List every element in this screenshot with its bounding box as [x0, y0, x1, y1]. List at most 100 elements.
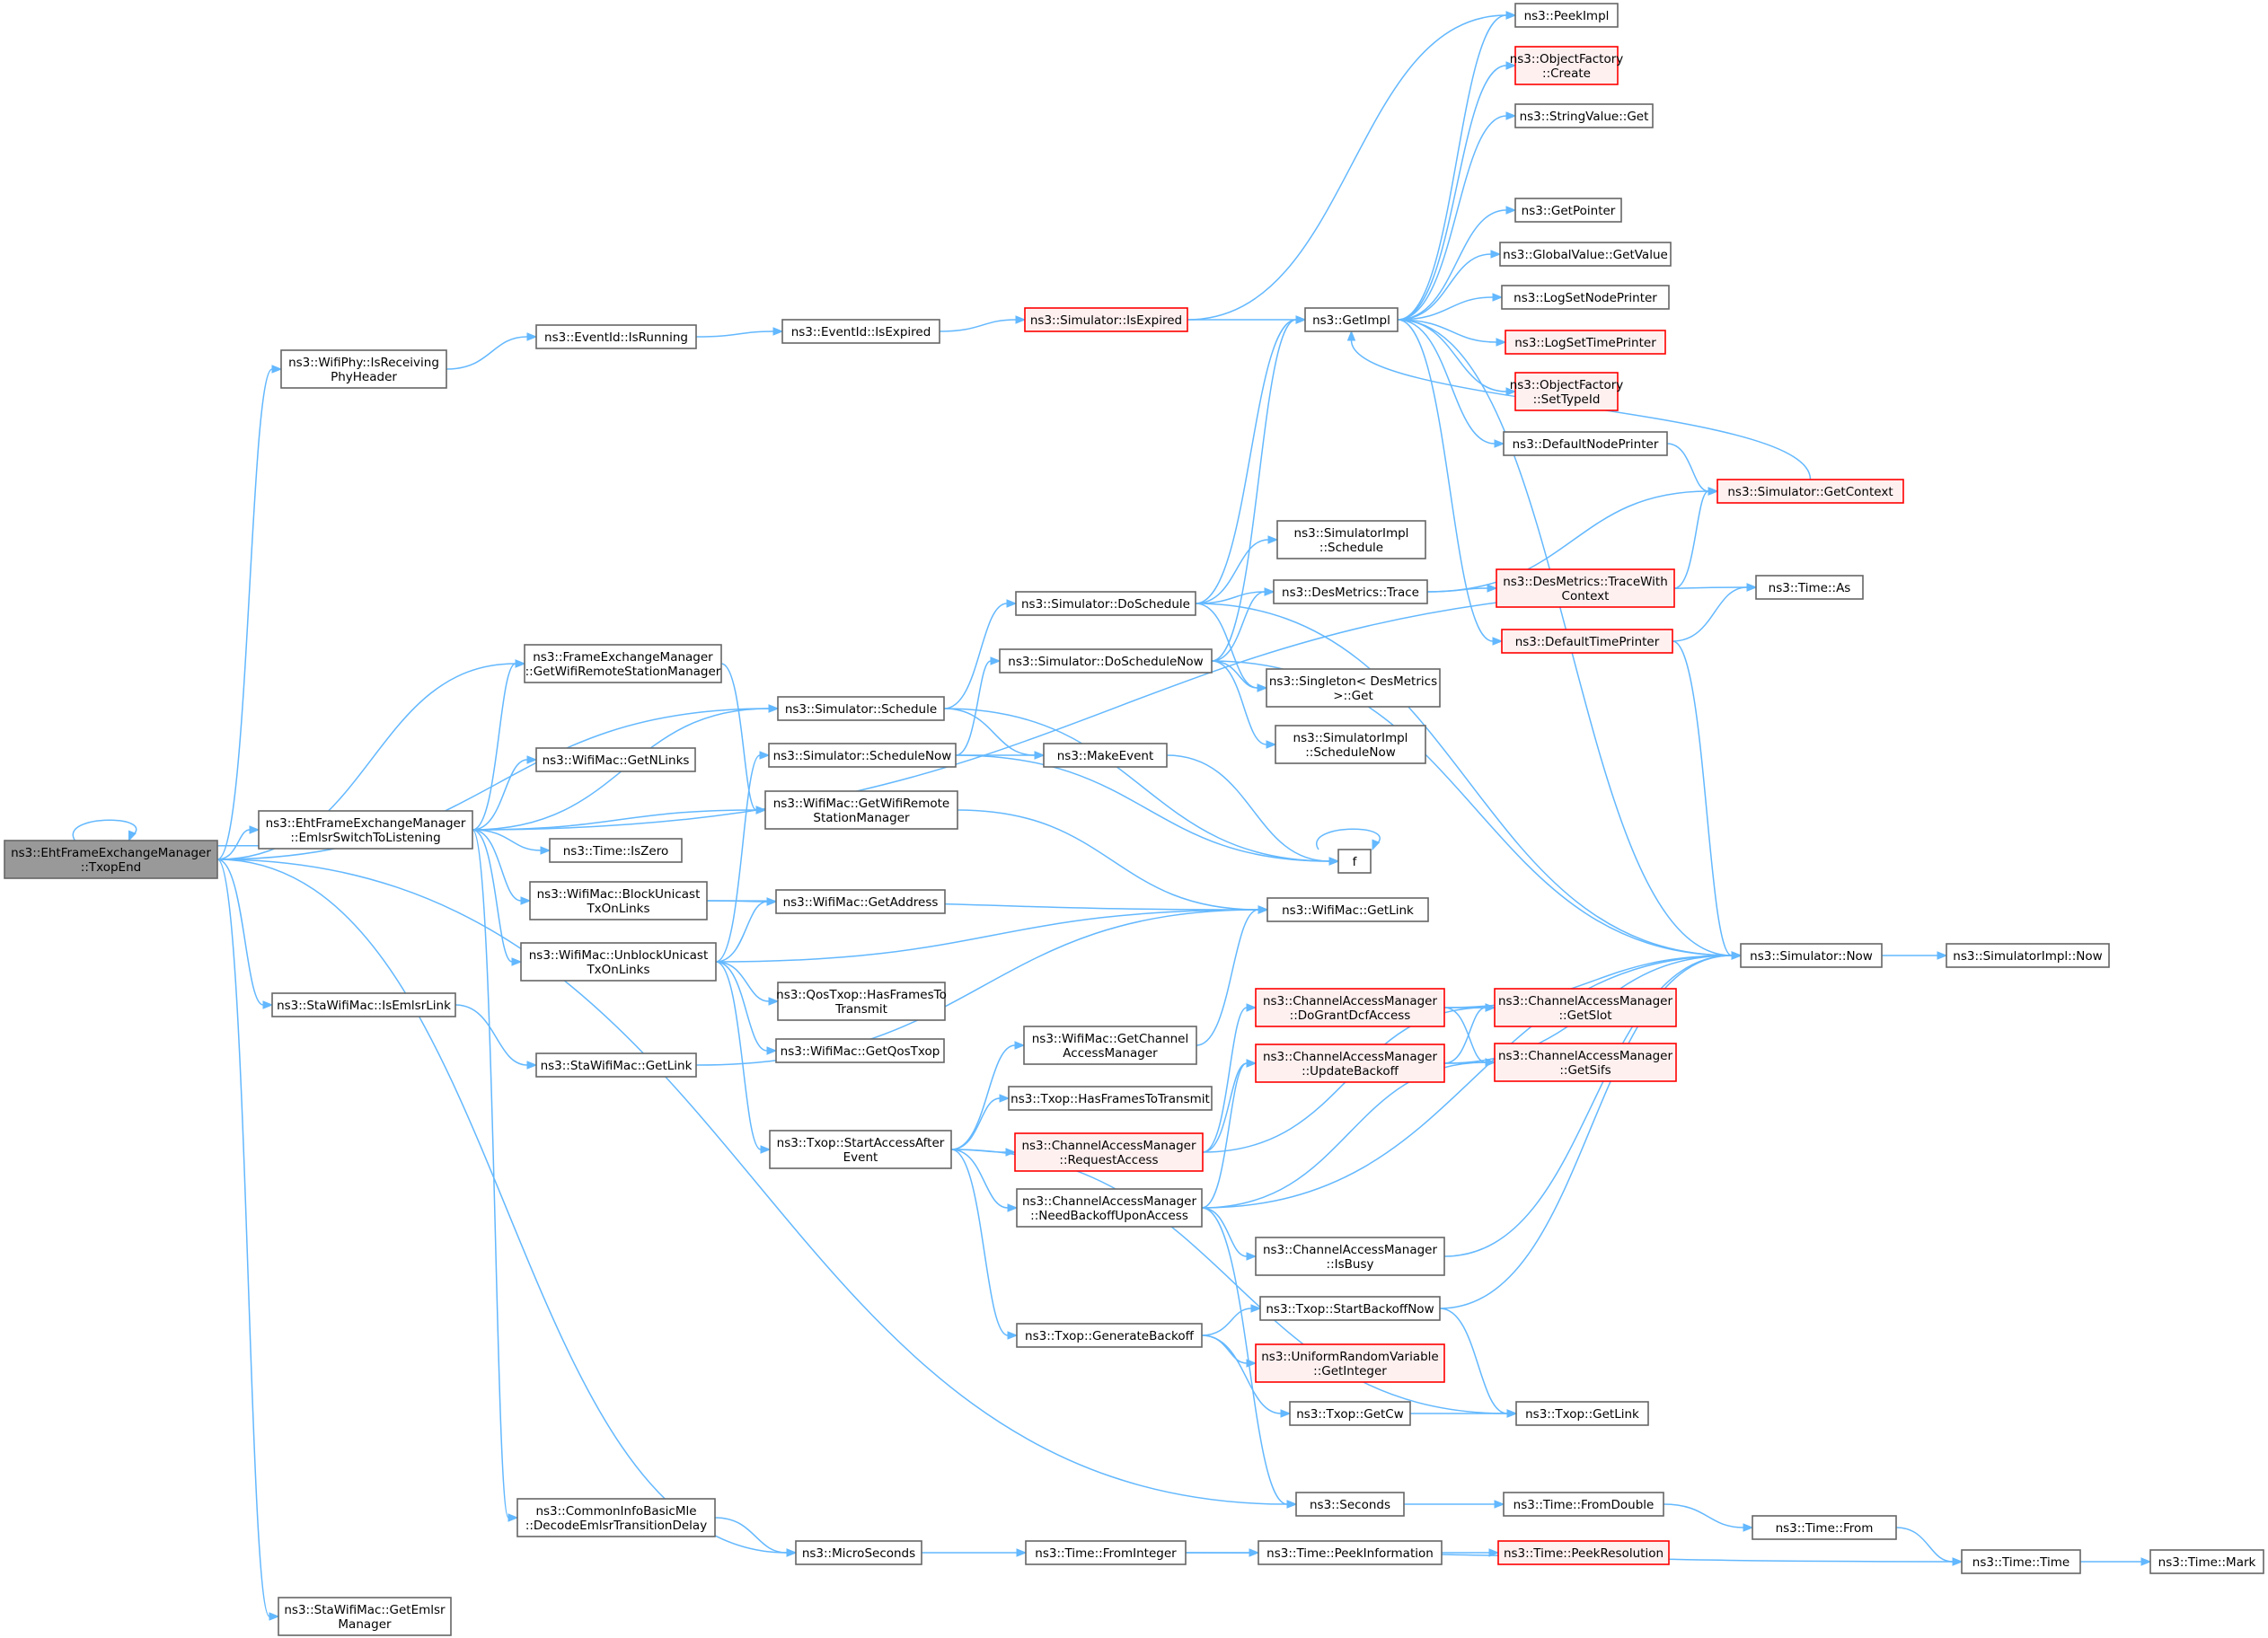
function-node-timeAs[interactable]: ns3::Time::As — [1755, 575, 1864, 600]
function-node-desTrace[interactable]: ns3::DesMetrics::Trace — [1273, 579, 1428, 604]
function-node-ofSetType[interactable]: ns3::ObjectFactory::SetTypeId — [1510, 372, 1624, 411]
call-edge-getImpl-ofCreate — [1397, 61, 1517, 321]
call-edge-makeEvent-f — [1166, 754, 1340, 866]
node-label: ::Create — [1542, 66, 1591, 81]
function-node-seconds[interactable]: ns3::Seconds — [1295, 1492, 1405, 1517]
function-node-logTime[interactable]: ns3::LogSetTimePrinter — [1505, 330, 1666, 355]
node-box — [1255, 1237, 1445, 1276]
edge-arrowhead — [1490, 250, 1502, 259]
function-node-timeFrom[interactable]: ns3::Time::From — [1752, 1515, 1897, 1540]
function-node-txHasFrames[interactable]: ns3::Txop::HasFramesToTransmit — [1008, 1086, 1213, 1111]
function-node-doGrant[interactable]: ns3::ChannelAccessManager::DoGrantDcfAcc… — [1255, 988, 1445, 1027]
function-node-cib[interactable]: ns3::CommonInfoBasicMle::DecodeEmlsrTran… — [516, 1498, 716, 1537]
node-box — [1266, 668, 1441, 708]
function-node-peekRes[interactable]: ns3::Time::PeekResolution — [1497, 1540, 1670, 1565]
function-node-staGetLink[interactable]: ns3::StaWifiMac::GetLink — [535, 1052, 697, 1078]
function-node-fem[interactable]: ns3::FrameExchangeManager::GetWifiRemote… — [524, 644, 722, 683]
function-node-isZero[interactable]: ns3::Time::IsZero — [549, 838, 683, 863]
edge-arrowhead — [1257, 683, 1268, 692]
function-node-singleton[interactable]: ns3::Singleton< DesMetrics>::Get — [1266, 668, 1441, 708]
function-node-defNode[interactable]: ns3::DefaultNodePrinter — [1503, 431, 1668, 456]
function-node-isBusy[interactable]: ns3::ChannelAccessManager::IsBusy — [1255, 1237, 1445, 1276]
function-node-doSched[interactable]: ns3::Simulator::DoSchedule — [1015, 591, 1196, 616]
node-label: ns3::Time::FromInteger — [1035, 1546, 1177, 1561]
node-box — [1276, 520, 1426, 559]
edge-arrowhead — [766, 897, 778, 906]
function-node-wmRemote[interactable]: ns3::WifiMac::GetWifiRemoteStationManage… — [764, 790, 958, 830]
function-node-implNow[interactable]: ns3::SimulatorImpl::Now — [1946, 943, 2110, 968]
call-edge-simExp-peekImpl — [1187, 11, 1517, 321]
function-node-gvGet[interactable]: ns3::GlobalValue::GetValue — [1499, 242, 1672, 267]
node-label: f — [1353, 855, 1358, 869]
function-node-micro[interactable]: ns3::MicroSeconds — [795, 1540, 922, 1565]
function-node-simSched[interactable]: ns3::Simulator::Schedule — [777, 696, 945, 721]
function-node-getCtx[interactable]: ns3::Simulator::GetContext — [1716, 479, 1904, 504]
function-node-getQos[interactable]: ns3::WifiMac::GetQosTxop — [775, 1038, 945, 1063]
function-node-defTime[interactable]: ns3::DefaultTimePrinter — [1501, 629, 1673, 654]
function-node-updBack[interactable]: ns3::ChannelAccessManager::UpdateBackoff — [1255, 1044, 1445, 1083]
function-node-timeTime[interactable]: ns3::Time::Time — [1961, 1549, 2081, 1574]
function-node-ofCreate[interactable]: ns3::ObjectFactory::Create — [1510, 46, 1624, 85]
function-node-strGet[interactable]: ns3::StringValue::Get — [1514, 103, 1654, 128]
node-label: ns3::ChannelAccessManager — [1498, 1049, 1673, 1063]
function-node-timeMark[interactable]: ns3::Time::Mark — [2149, 1549, 2264, 1574]
edge-line — [1397, 319, 1496, 445]
node-label: ::Schedule — [1319, 541, 1383, 555]
function-node-startBackNow[interactable]: ns3::Txop::StartBackoffNow — [1259, 1296, 1441, 1321]
edge-arrowhead — [1485, 1003, 1496, 1012]
call-edge-root-isRecv — [216, 365, 283, 860]
function-node-peekImpl[interactable]: ns3::PeekImpl — [1514, 3, 1619, 28]
function-node-getCw[interactable]: ns3::Txop::GetCw — [1289, 1401, 1411, 1426]
function-node-hasFrames[interactable]: ns3::QosTxop::HasFramesToTransmit — [776, 982, 947, 1021]
node-box — [1304, 307, 1399, 332]
function-node-getPtr[interactable]: ns3::GetPointer — [1514, 198, 1622, 223]
call-edge-getImpl-ofSetType — [1397, 319, 1517, 396]
function-node-root[interactable]: ns3::EhtFrameExchangeManager::TxopEnd — [4, 840, 218, 879]
function-node-emlsr[interactable]: ns3::EhtFrameExchangeManager::EmlsrSwitc… — [258, 810, 473, 850]
function-node-f[interactable]: f — [1337, 849, 1372, 874]
function-node-getSlot[interactable]: ns3::ChannelAccessManager::GetSlot — [1494, 988, 1677, 1027]
edge-line — [1187, 14, 1507, 321]
function-node-txGetLink[interactable]: ns3::Txop::GetLink — [1515, 1401, 1649, 1426]
function-node-fromDouble[interactable]: ns3::Time::FromDouble — [1503, 1492, 1664, 1517]
function-node-genBack[interactable]: ns3::Txop::GenerateBackoff — [1016, 1323, 1203, 1348]
node-box — [516, 1498, 716, 1537]
function-node-makeEvent[interactable]: ns3::MakeEvent — [1043, 743, 1168, 768]
function-node-logNode[interactable]: ns3::LogSetNodePrinter — [1501, 285, 1670, 310]
function-node-fromInt[interactable]: ns3::Time::FromInteger — [1025, 1540, 1187, 1565]
function-node-evExp[interactable]: ns3::EventId::IsExpired — [781, 319, 940, 344]
function-node-peekInfo[interactable]: ns3::Time::PeekInformation — [1258, 1540, 1443, 1565]
node-label: ns3::Time::Time — [1972, 1555, 2069, 1570]
call-edge-defTime-timeAs — [1672, 583, 1758, 642]
function-node-getNLinks[interactable]: ns3::WifiMac::GetNLinks — [535, 747, 696, 772]
function-node-simNow[interactable]: ns3::Simulator::Now — [1740, 943, 1883, 968]
function-node-implSched[interactable]: ns3::SimulatorImpl::Schedule — [1276, 520, 1426, 559]
function-node-evRun[interactable]: ns3::EventId::IsRunning — [535, 324, 697, 349]
function-node-schedNow[interactable]: ns3::Simulator::ScheduleNow — [768, 743, 957, 768]
node-label: ::UpdateBackoff — [1302, 1064, 1399, 1079]
function-node-getSifs[interactable]: ns3::ChannelAccessManager::GetSifs — [1494, 1043, 1677, 1082]
function-node-implSchedNow[interactable]: ns3::SimulatorImpl::ScheduleNow — [1275, 725, 1426, 764]
call-edge-simNow-implNow — [1882, 951, 1948, 960]
function-node-reqAccess[interactable]: ns3::ChannelAccessManager::RequestAccess — [1014, 1132, 1204, 1172]
function-node-getAddr[interactable]: ns3::WifiMac::GetAddress — [775, 889, 946, 914]
function-node-isEmlsr[interactable]: ns3::StaWifiMac::IsEmlsrLink — [271, 992, 456, 1017]
node-label: AccessManager — [1063, 1046, 1158, 1061]
edge-arrowhead — [262, 1000, 274, 1009]
function-node-wmGetLink[interactable]: ns3::WifiMac::GetLink — [1266, 897, 1429, 922]
function-node-getImpl[interactable]: ns3::GetImpl — [1304, 307, 1399, 332]
call-edge-emlsr-cib — [472, 829, 519, 1522]
function-node-needBackoff[interactable]: ns3::ChannelAccessManager::NeedBackoffUp… — [1016, 1188, 1203, 1228]
function-node-uniRand[interactable]: ns3::UniformRandomVariable::GetInteger — [1255, 1343, 1445, 1383]
function-node-simExp[interactable]: ns3::Simulator::IsExpired — [1024, 307, 1188, 332]
edge-line — [714, 1517, 788, 1554]
function-node-doSchedNow[interactable]: ns3::Simulator::DoScheduleNow — [999, 648, 1213, 674]
edge-line — [950, 1097, 1001, 1150]
